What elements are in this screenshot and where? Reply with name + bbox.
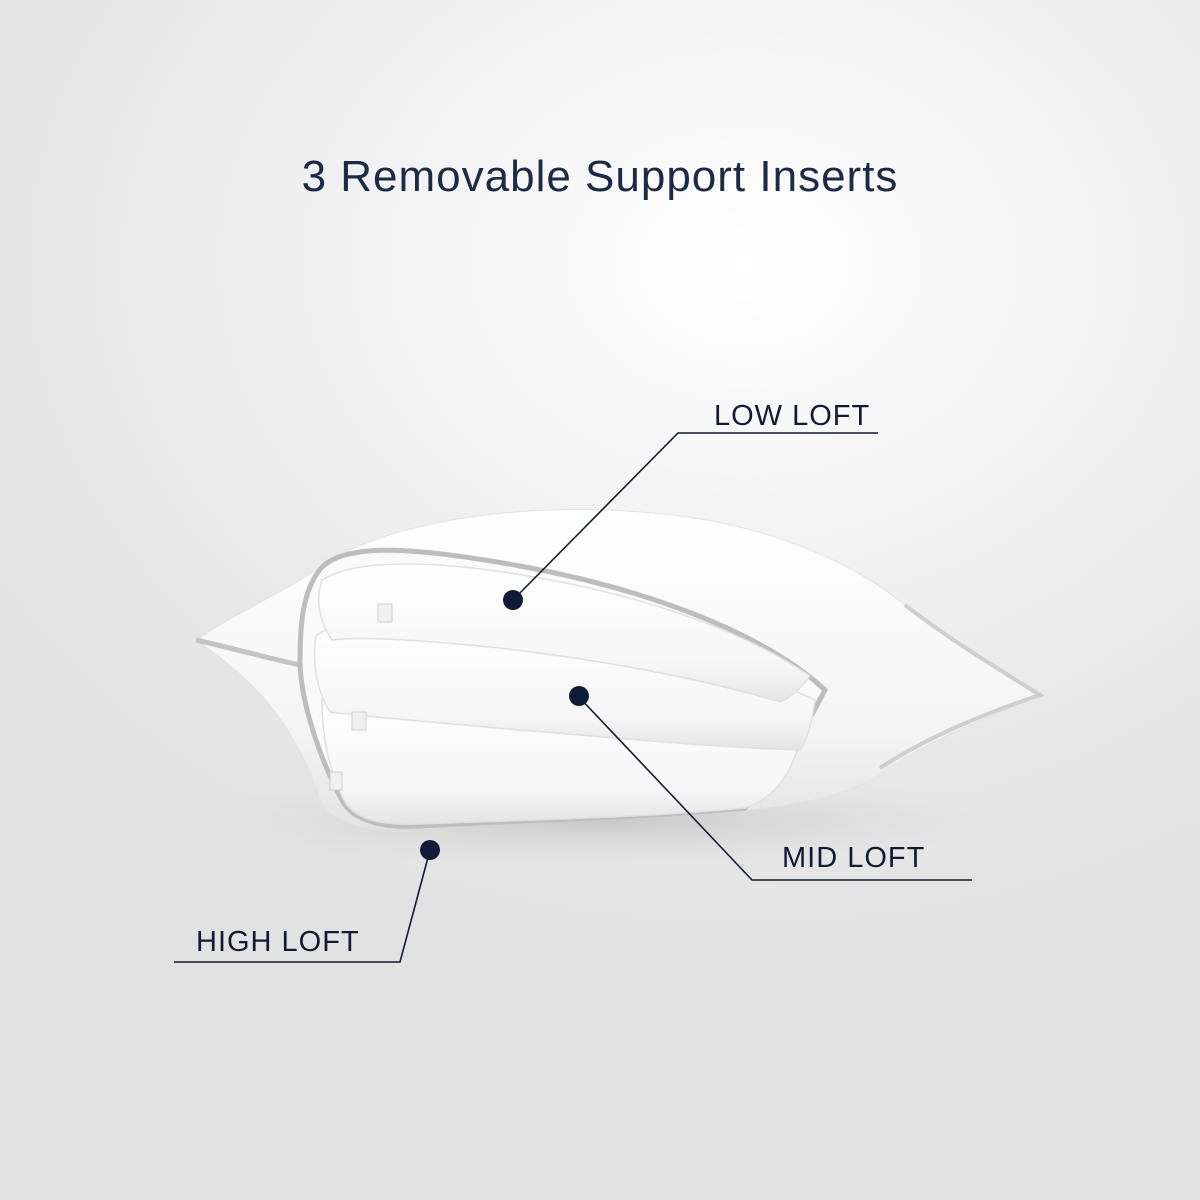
marker-high [420, 840, 440, 860]
insert-tag [329, 771, 343, 791]
callout-line-low [512, 432, 878, 601]
callout-line-high [174, 849, 431, 963]
label-high-loft: HIGH LOFT [196, 926, 360, 958]
insert-tag [377, 603, 393, 623]
callout-line-mid [577, 695, 972, 881]
marker-mid [569, 686, 589, 706]
marker-low [503, 590, 523, 610]
page-title: 3 Removable Support Inserts [301, 152, 899, 201]
piping-right [878, 603, 1045, 770]
insert-tag [351, 711, 367, 731]
label-mid-loft: MID LOFT [782, 842, 926, 874]
label-low-loft: LOW LOFT [714, 400, 871, 432]
piping-left [195, 637, 301, 668]
insert-low [318, 563, 812, 703]
